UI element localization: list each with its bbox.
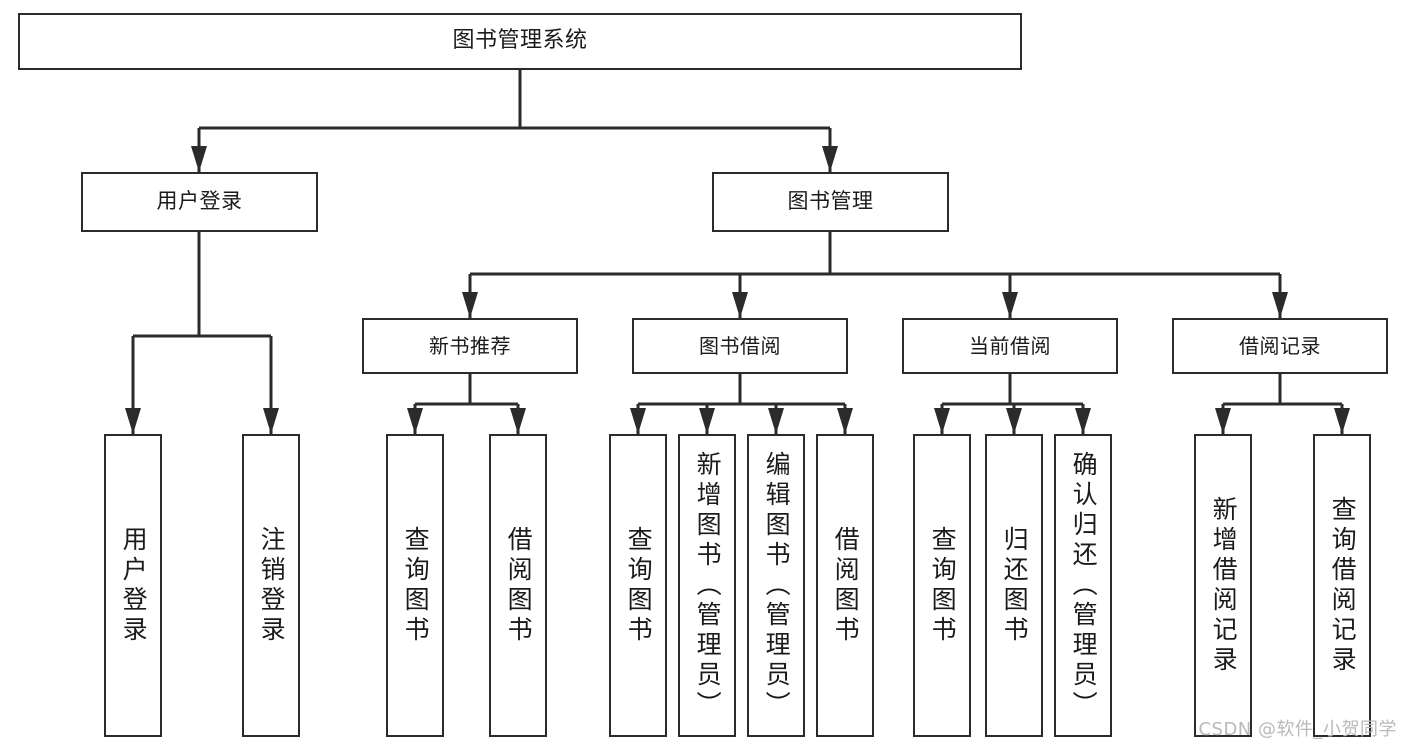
node-root[interactable]: 图书管理系统 xyxy=(18,13,1022,70)
node-leaf-add-record-label: 新增借阅记录 xyxy=(1209,495,1239,676)
arrowhead-leaf-edit-book xyxy=(768,408,784,434)
arrowhead-leaf-logout xyxy=(263,408,279,434)
node-leaf-edit-book[interactable]: 编辑图书（管理员） xyxy=(747,434,805,737)
node-leaf-logout-label: 注销登录 xyxy=(257,525,287,646)
node-borrow-record-label: 借阅记录 xyxy=(1239,333,1321,358)
node-leaf-return-book[interactable]: 归还图书 xyxy=(985,434,1043,737)
arrowhead-leaf-query-record xyxy=(1334,408,1350,434)
arrowhead-user-login xyxy=(191,146,207,172)
arrowhead-leaf-confirm-return xyxy=(1075,408,1091,434)
arrowhead-leaf-add-record xyxy=(1215,408,1231,434)
node-leaf-user-login[interactable]: 用户登录 xyxy=(104,434,162,737)
watermark-text: CSDN @软件_小贺同学 xyxy=(1198,719,1397,740)
node-user-login-label: 用户登录 xyxy=(156,189,243,214)
node-leaf-query-record-label: 查询借阅记录 xyxy=(1328,495,1358,676)
arrowhead-book-manage xyxy=(822,146,838,172)
node-leaf-borrow-book-2-label: 借阅图书 xyxy=(831,525,861,646)
arrowhead-leaf-user-login xyxy=(125,408,141,434)
arrowhead-leaf-add-book xyxy=(699,408,715,434)
node-current-borrow-label: 当前借阅 xyxy=(969,333,1051,358)
node-leaf-borrow-book-1[interactable]: 借阅图书 xyxy=(489,434,547,737)
node-leaf-query-book-3-label: 查询图书 xyxy=(928,525,958,646)
node-book-borrow[interactable]: 图书借阅 xyxy=(632,318,848,374)
node-book-manage-label: 图书管理 xyxy=(787,189,874,214)
node-root-label: 图书管理系统 xyxy=(452,28,588,54)
node-book-borrow-label: 图书借阅 xyxy=(699,333,781,358)
node-leaf-borrow-book-2[interactable]: 借阅图书 xyxy=(816,434,874,737)
node-new-book-recommend-label: 新书推荐 xyxy=(429,333,511,358)
node-leaf-query-book-1[interactable]: 查询图书 xyxy=(386,434,444,737)
arrowhead-borrow-record xyxy=(1272,292,1288,318)
node-leaf-add-book[interactable]: 新增图书（管理员） xyxy=(678,434,736,737)
node-borrow-record[interactable]: 借阅记录 xyxy=(1172,318,1388,374)
arrowhead-leaf-return-book xyxy=(1006,408,1022,434)
arrowhead-current-borrow xyxy=(1002,292,1018,318)
arrowhead-leaf-borrow-book-2 xyxy=(837,408,853,434)
node-leaf-confirm-return[interactable]: 确认归还（管理员） xyxy=(1054,434,1112,737)
node-leaf-return-book-label: 归还图书 xyxy=(1000,525,1030,646)
node-new-book-recommend[interactable]: 新书推荐 xyxy=(362,318,578,374)
node-leaf-query-book-2[interactable]: 查询图书 xyxy=(609,434,667,737)
node-leaf-user-login-label: 用户登录 xyxy=(119,525,149,646)
node-leaf-logout[interactable]: 注销登录 xyxy=(242,434,300,737)
node-leaf-query-book-2-label: 查询图书 xyxy=(624,525,654,646)
node-book-manage[interactable]: 图书管理 xyxy=(712,172,949,232)
node-leaf-query-book-3[interactable]: 查询图书 xyxy=(913,434,971,737)
arrowhead-book-borrow xyxy=(732,292,748,318)
node-leaf-add-book-label: 新增图书（管理员） xyxy=(693,450,723,721)
node-leaf-add-record[interactable]: 新增借阅记录 xyxy=(1194,434,1252,737)
node-current-borrow[interactable]: 当前借阅 xyxy=(902,318,1118,374)
node-leaf-query-record[interactable]: 查询借阅记录 xyxy=(1313,434,1371,737)
node-leaf-borrow-book-1-label: 借阅图书 xyxy=(504,525,534,646)
arrowhead-leaf-query-book-3 xyxy=(934,408,950,434)
arrowhead-leaf-query-book-1 xyxy=(407,408,423,434)
node-leaf-query-book-1-label: 查询图书 xyxy=(401,525,431,646)
arrowhead-leaf-borrow-book-1 xyxy=(510,408,526,434)
node-leaf-edit-book-label: 编辑图书（管理员） xyxy=(762,450,792,721)
node-leaf-confirm-return-label: 确认归还（管理员） xyxy=(1069,450,1099,721)
node-user-login[interactable]: 用户登录 xyxy=(81,172,318,232)
arrowhead-new-book-recommend xyxy=(462,292,478,318)
arrowhead-leaf-query-book-2 xyxy=(630,408,646,434)
